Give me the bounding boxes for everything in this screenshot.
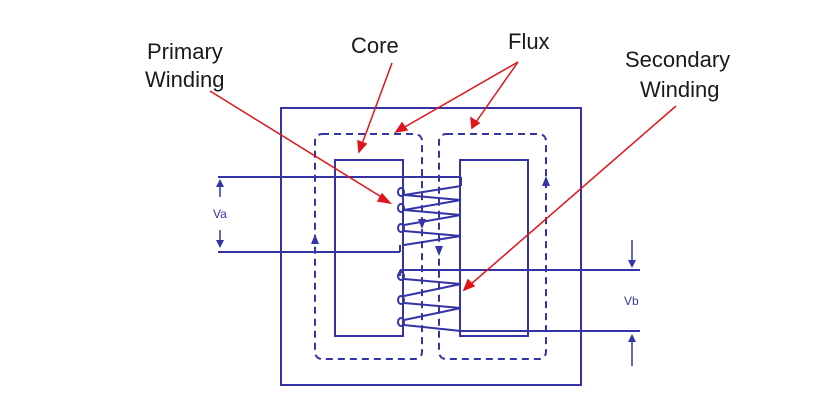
core-outer-frame bbox=[280, 107, 582, 386]
callout-flux-left-arrowhead-icon bbox=[394, 121, 409, 134]
core-window-left bbox=[334, 159, 404, 337]
secondary-winding-label-line1: Secondary bbox=[625, 47, 730, 72]
primary-winding-label-line1: Primary bbox=[147, 39, 223, 64]
primary-winding-coil bbox=[397, 177, 462, 252]
callout-primary-winding bbox=[209, 90, 384, 199]
core-window-right bbox=[459, 159, 529, 337]
flux-arrow-center2-down-icon bbox=[435, 246, 443, 256]
va-label: Va bbox=[213, 207, 227, 221]
callout-core-arrowhead-icon bbox=[357, 139, 368, 154]
core-label: Core bbox=[351, 33, 399, 58]
secondary-winding-label-line2: Winding bbox=[640, 77, 719, 102]
flux-path-right bbox=[438, 133, 547, 360]
callout-flux-left bbox=[402, 61, 519, 129]
callout-flux-right bbox=[475, 61, 519, 123]
callout-core bbox=[361, 62, 393, 145]
callout-flux-right-arrowhead-icon bbox=[470, 116, 481, 130]
callout-secondary-winding bbox=[469, 105, 677, 286]
va-terminal-arrow-icon bbox=[216, 179, 224, 248]
primary-winding-label-line2: Winding bbox=[145, 67, 224, 92]
flux-arrow-left-up-icon bbox=[311, 234, 319, 244]
secondary-winding-coil bbox=[397, 270, 462, 332]
vb-terminal-arrow-icon bbox=[628, 240, 636, 366]
flux-arrow-right-up-icon bbox=[542, 176, 550, 186]
flux-path-left bbox=[314, 133, 423, 360]
callout-secondary-arrowhead-icon bbox=[462, 278, 476, 292]
flux-label: Flux bbox=[508, 29, 550, 54]
callout-lines bbox=[209, 61, 677, 292]
vb-label: Vb bbox=[624, 294, 639, 308]
callout-primary-arrowhead-icon bbox=[376, 192, 392, 205]
